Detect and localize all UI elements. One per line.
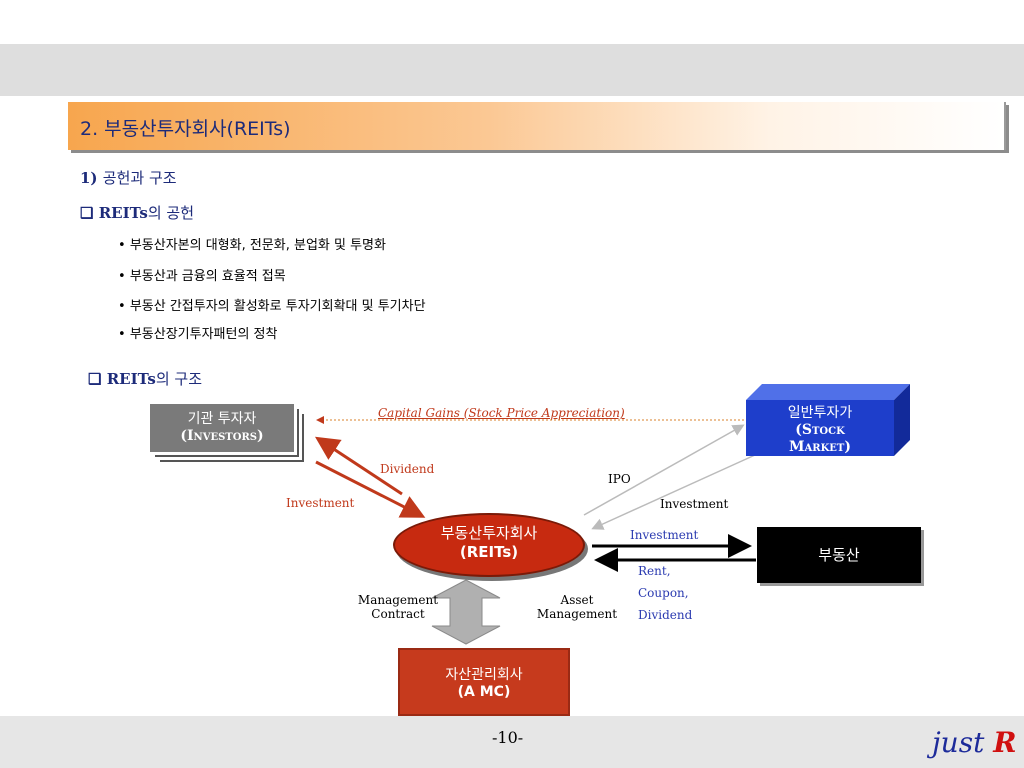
bullet-text: 부동산자본의 대형화, 전문화, 분업화 및 투명화 (129, 238, 386, 253)
stock-box-side (894, 384, 910, 456)
brand-main: just (932, 726, 985, 759)
bullet-dot-icon: • (118, 238, 130, 253)
ipo-label: IPO (608, 472, 631, 486)
dividend-label: Dividend (380, 462, 435, 476)
reits-ellipse: 부동산투자회사 (REITs) (393, 513, 585, 577)
investment-arrow-stock (591, 454, 756, 530)
section-3-heading: ❑ REITs의 구조 (88, 368, 202, 389)
rent-label: Rent, (638, 564, 671, 578)
investors-kr: 기관 투자자 (187, 411, 257, 427)
bullet-item: • 부동산자본의 대형화, 전문화, 분업화 및 투명화 (118, 234, 386, 253)
investors-box: 기관 투자자 (Investors) (150, 404, 294, 452)
stock-market-box: 일반투자가 (Stock Market) (746, 400, 894, 456)
coupon-label: Coupon, (638, 586, 689, 600)
investment-stock-label: Investment (660, 497, 729, 511)
investors-en: (Investors) (180, 428, 264, 444)
title-bar: 2. 부동산투자회사(REITs) (68, 102, 1006, 150)
section-2-bold: REITs (98, 204, 148, 222)
bullet-text: 부동산 간접투자의 활성화로 투자기회확대 및 투기차단 (129, 299, 426, 314)
section-2-heading: ❑ REITs의 공헌 (80, 202, 194, 223)
bullet-text: 부동산장기투자패턴의 정착 (129, 327, 278, 342)
section-1-heading: 1) 공헌과 구조 (80, 167, 177, 188)
real-estate-box: 부동산 (757, 527, 921, 583)
bullet-item: • 부동산 간접투자의 활성화로 투자기회확대 및 투기차단 (118, 295, 426, 314)
ipo-arrow (583, 424, 745, 516)
stock-en1: (Stock (795, 422, 845, 438)
dividend-re-label: Dividend (638, 608, 693, 622)
investment-realestate-label: Investment (630, 528, 699, 542)
investment-left-label: Investment (286, 496, 355, 510)
section-3-rest: 의 구조 (155, 370, 203, 388)
real-estate-kr: 부동산 (818, 546, 860, 564)
section-1-label: 공헌과 구조 (102, 169, 177, 187)
dividend-arrow (314, 436, 403, 496)
stock-kr: 일반투자가 (787, 405, 853, 421)
bullet-text: 부동산과 금융의 효율적 접목 (129, 269, 286, 284)
section-1-number: 1) (80, 169, 98, 187)
stock-box-top (746, 384, 910, 400)
checkbox-icon: ❑ (80, 204, 94, 222)
section-3-bold: REITs (106, 370, 156, 388)
bullet-dot-icon: • (118, 327, 130, 342)
brand-logo: just R (932, 726, 1017, 759)
reits-kr: 부동산투자회사 (440, 524, 538, 542)
bullet-dot-icon: • (118, 299, 130, 314)
bullet-dot-icon: • (118, 269, 130, 284)
capital-gains-label: Capital Gains (Stock Price Appreciation) (378, 406, 625, 420)
stock-en2: Market) (789, 439, 851, 455)
asset-management-label: Asset Management (532, 593, 622, 621)
management-double-arrow (431, 579, 501, 645)
amc-box: 자산관리회사 (A MC) (398, 648, 570, 716)
asset-line2: Management (536, 607, 618, 621)
brand-r: R (993, 726, 1017, 759)
asset-line1: Asset (560, 593, 594, 607)
mgmt-line2: Contract (371, 607, 425, 621)
bullet-item: • 부동산장기투자패턴의 정착 (118, 323, 277, 342)
management-contract-label: Management Contract (354, 593, 442, 621)
page-title: 2. 부동산투자회사(REITs) (80, 118, 291, 140)
investment-arrow-left (315, 460, 426, 518)
checkbox-icon: ❑ (88, 370, 102, 388)
bullet-item: • 부동산과 금융의 효율적 접목 (118, 265, 286, 284)
bottom-band (0, 716, 1024, 768)
top-band (0, 44, 1024, 96)
amc-en: (A MC) (457, 684, 511, 700)
mgmt-line1: Management (357, 593, 439, 607)
page-number: -10- (492, 728, 524, 747)
reits-en: (REITs) (459, 543, 519, 561)
amc-kr: 자산관리회사 (445, 667, 523, 683)
section-2-rest: 의 공헌 (147, 204, 195, 222)
